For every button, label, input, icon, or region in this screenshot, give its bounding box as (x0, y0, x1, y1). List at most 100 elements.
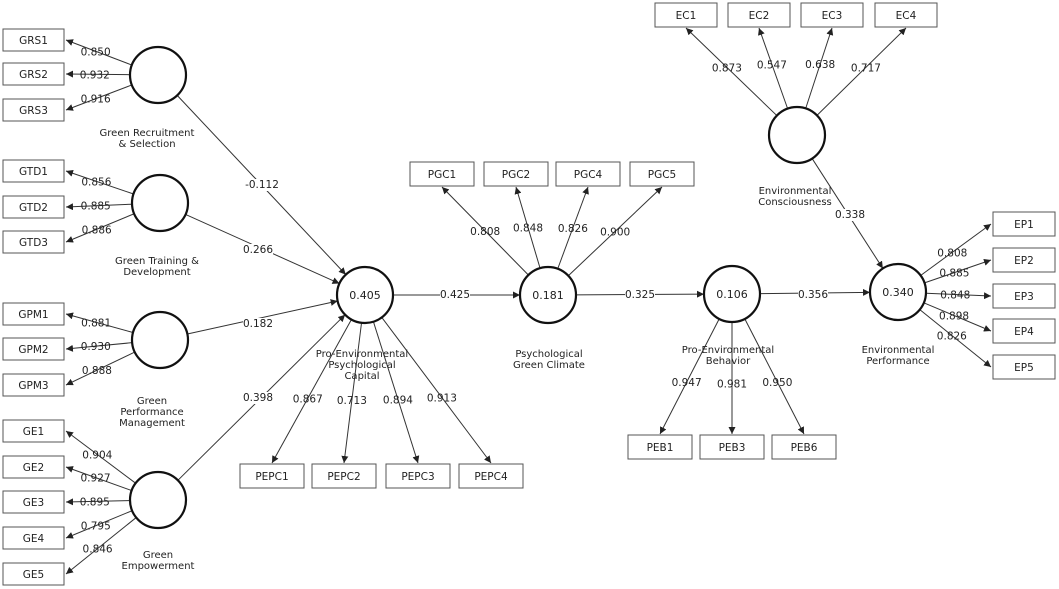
indicator-pgc4[interactable]: PGC4 (555, 161, 621, 187)
indicator-label: EP1 (1014, 219, 1034, 231)
loading-arrow-pgc2 (514, 186, 541, 269)
loading-value: 0.927 (81, 473, 111, 485)
indicator-ge3[interactable]: GE3 (2, 490, 65, 514)
indicator-label: GTD3 (19, 237, 48, 249)
latent-name-line: Green Climate (513, 360, 585, 371)
indicator-label: GTD1 (19, 166, 48, 178)
latent-name-line: Psychological (515, 349, 582, 360)
path-label-bg (440, 289, 470, 301)
indicator-gtd2[interactable]: GTD2 (2, 195, 65, 219)
indicator-gpm1[interactable]: GPM1 (2, 302, 65, 326)
loading-value: 0.894 (383, 394, 413, 406)
indicator-pepc4[interactable]: PEPC4 (458, 463, 524, 489)
latent-name-line: Psychological (328, 360, 395, 371)
indicator-label: GPM1 (18, 309, 48, 321)
indicator-box (629, 161, 695, 187)
latent-name-line: & Selection (118, 139, 175, 150)
indicator-pgc1[interactable]: PGC1 (409, 161, 475, 187)
latent-pebl[interactable]: 0.106 (702, 264, 762, 324)
indicator-label: PGC2 (502, 169, 530, 181)
indicator-gpm2[interactable]: GPM2 (2, 337, 65, 361)
latent-name-line: Behavior (706, 356, 751, 367)
indicator-label: PGC4 (574, 169, 603, 181)
indicator-ep2[interactable]: EP2 (992, 247, 1056, 273)
latent-epl[interactable]: 0.340 (868, 262, 928, 322)
indicator-pgc2[interactable]: PGC2 (483, 161, 549, 187)
loading-arrow-ec4 (816, 27, 907, 116)
indicator-ep4[interactable]: EP4 (992, 318, 1056, 344)
indicator-ep5[interactable]: EP5 (992, 354, 1056, 380)
r-squared-value: 0.405 (349, 289, 381, 302)
r-squared-value: 0.181 (532, 289, 564, 302)
indicator-label: GE1 (23, 426, 44, 438)
latent-circle (767, 105, 827, 165)
loading-value: 0.717 (851, 62, 881, 74)
indicator-grs2[interactable]: GRS2 (2, 62, 65, 86)
indicator-ec1[interactable]: EC1 (654, 2, 718, 28)
latent-circle (868, 262, 928, 322)
loading-arrow-gtd3 (65, 213, 135, 243)
indicator-peb6[interactable]: PEB6 (771, 434, 837, 460)
indicator-ge1[interactable]: GE1 (2, 419, 65, 443)
indicator-ep1[interactable]: EP1 (992, 211, 1056, 237)
loading-arrow-gpm3 (65, 351, 135, 386)
indicator-peb1[interactable]: PEB1 (627, 434, 693, 460)
indicator-label: EC2 (749, 10, 770, 22)
loading-arrow-ge2 (65, 466, 132, 492)
indicator-grs1[interactable]: GRS1 (2, 28, 65, 52)
indicator-peb3[interactable]: PEB3 (699, 434, 765, 460)
loading-arrow-ep1 (920, 223, 992, 276)
latent-name-line: Development (123, 267, 190, 278)
indicator-ec4[interactable]: EC4 (874, 2, 938, 28)
loading-value: 0.856 (81, 176, 111, 188)
loading-value: 0.848 (940, 289, 970, 301)
loading-value: 0.873 (712, 62, 742, 74)
latent-name-line: Environmental (759, 186, 832, 197)
indicator-ge4[interactable]: GE4 (2, 526, 65, 550)
path-label-bg (625, 289, 655, 301)
loading-value: 0.904 (82, 449, 112, 461)
loading-value: 0.916 (81, 94, 111, 106)
latent-ecl[interactable] (767, 105, 827, 165)
indicator-grs3[interactable]: GRS3 (2, 98, 65, 122)
indicator-pepc1[interactable]: PEPC1 (239, 463, 305, 489)
indicator-box (2, 302, 65, 326)
loading-value: 0.947 (672, 377, 702, 389)
indicator-box (385, 463, 451, 489)
indicator-box (2, 195, 65, 219)
loading-arrow-peb6 (744, 318, 805, 435)
indicator-box (2, 562, 65, 586)
path-coefficient: -0.112 (245, 179, 279, 191)
loading-value: 0.898 (939, 311, 969, 323)
loading-arrow-grs1 (65, 39, 133, 66)
indicator-gtd1[interactable]: GTD1 (2, 159, 65, 183)
latent-gpm[interactable] (130, 310, 190, 370)
loading-value: 0.846 (83, 544, 113, 556)
path-coefficient: 0.338 (835, 209, 865, 221)
indicator-ec2[interactable]: EC2 (727, 2, 791, 28)
latent-ge[interactable] (128, 470, 188, 530)
indicator-pepc3[interactable]: PEPC3 (385, 463, 451, 489)
indicator-ge5[interactable]: GE5 (2, 562, 65, 586)
path-coefficient: 0.266 (243, 244, 273, 256)
indicator-ec3[interactable]: EC3 (800, 2, 864, 28)
latent-name-line: Consciousness (758, 197, 832, 208)
indicator-box (800, 2, 864, 28)
loading-arrow-ec1 (685, 27, 778, 116)
latent-pepc[interactable]: 0.405 (335, 265, 395, 325)
indicator-box (2, 526, 65, 550)
latent-pgcl[interactable]: 0.181 (518, 265, 578, 325)
indicator-ge2[interactable]: GE2 (2, 455, 65, 479)
indicator-label: PEB3 (719, 442, 746, 454)
indicator-box (654, 2, 718, 28)
latent-grs[interactable] (128, 45, 188, 105)
latent-gtd[interactable] (130, 173, 190, 233)
indicator-pepc2[interactable]: PEPC2 (311, 463, 377, 489)
indicator-label: PGC1 (428, 169, 456, 181)
indicator-label: GPM2 (18, 344, 48, 356)
indicator-pgc5[interactable]: PGC5 (629, 161, 695, 187)
indicator-ep3[interactable]: EP3 (992, 283, 1056, 309)
indicator-gpm3[interactable]: GPM3 (2, 373, 65, 397)
indicator-gtd3[interactable]: GTD3 (2, 230, 65, 254)
